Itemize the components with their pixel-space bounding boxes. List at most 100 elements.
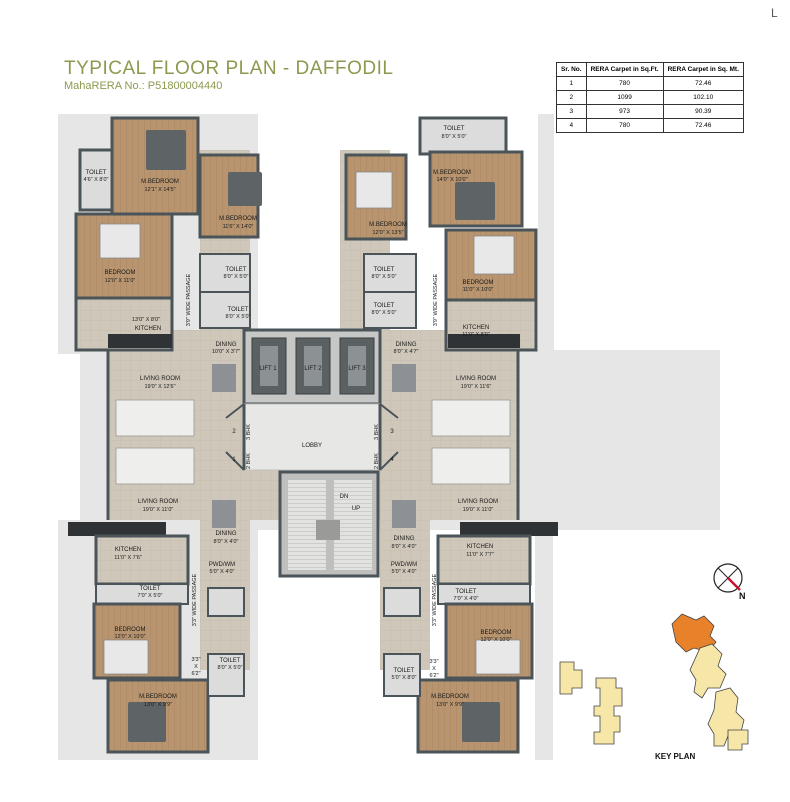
passage-label: 3'3" WIDE PASSAGE bbox=[192, 573, 198, 626]
flat-type: 2 BHK bbox=[246, 453, 252, 469]
compass-north-label: N bbox=[739, 591, 746, 601]
room-label: KITCHEN bbox=[467, 544, 493, 550]
room-label: PWD/WM bbox=[391, 562, 417, 568]
room-dimension: 19'0" X 11'6" bbox=[461, 384, 492, 390]
flat-type: 2 BHK bbox=[374, 453, 380, 469]
room-dimension: 5'0" X 8'0" bbox=[392, 675, 417, 681]
lift-label: LIFT 1 bbox=[259, 366, 277, 372]
flat-number: 4 bbox=[390, 457, 394, 463]
room-dimension: 14'0" X 10'0" bbox=[436, 177, 467, 183]
room-label: LIVING ROOM bbox=[458, 499, 498, 505]
room-label: M.BEDROOM bbox=[369, 222, 407, 228]
room-label: PWD/WM bbox=[209, 562, 235, 568]
room-label: BEDROOM bbox=[114, 627, 145, 633]
flat-type: 3 BHK bbox=[374, 424, 380, 440]
passage-label: 3'9" WIDE PASSAGE bbox=[433, 273, 439, 326]
room-dimension: 11'0" X 7'6" bbox=[114, 555, 142, 561]
room-dimension: 6'2" bbox=[191, 671, 200, 677]
room-dimension: 13'0" X 9'9" bbox=[144, 702, 172, 708]
room-dimension: 7'0" X 4'0" bbox=[454, 596, 479, 602]
area-table: Sr. No. RERA Carpet in Sq.Ft. RERA Carpe… bbox=[556, 62, 744, 133]
room-label: DINING bbox=[216, 342, 237, 348]
unit-bottom-right bbox=[383, 522, 558, 754]
room-label: TOILET bbox=[226, 267, 247, 273]
flat-number: 2 bbox=[232, 429, 236, 435]
room-dimension: 5'0" X 4'0" bbox=[210, 569, 235, 575]
room-dimension: 12'0" X 11'0" bbox=[105, 278, 136, 284]
lift-label: LIFT 2 bbox=[304, 366, 322, 372]
key-plan-label: KEY PLAN bbox=[655, 752, 696, 761]
room-label: TOILET bbox=[228, 307, 249, 313]
lift-core bbox=[242, 328, 382, 406]
unit-top-left bbox=[74, 116, 262, 352]
room-dimension: 8'0" X 5'0" bbox=[372, 274, 397, 280]
rera-number: MahaRERA No.: P51800004440 bbox=[64, 80, 223, 92]
room-label: M.BEDROOM bbox=[219, 216, 257, 222]
room-dimension: 5'0" X 4'0" bbox=[392, 569, 417, 575]
table-row: 1 780 72.46 bbox=[556, 76, 744, 91]
room-dimension: 7'0" X 5'0" bbox=[138, 593, 163, 599]
room-label: M.BEDROOM bbox=[139, 694, 177, 700]
room-dimension: 11'6" X 14'0" bbox=[223, 224, 254, 230]
room-label: LIVING ROOM bbox=[456, 376, 496, 382]
room-dimension: 8'0" X 5'0" bbox=[442, 134, 467, 140]
staircase bbox=[278, 470, 380, 578]
table-cell: 72.46 bbox=[662, 118, 744, 133]
passage-label: 3'3" WIDE PASSAGE bbox=[432, 573, 438, 626]
room-dimension: 6'2" bbox=[429, 673, 438, 679]
room-label: M.BEDROOM bbox=[431, 694, 469, 700]
room-dimension: 3'3" bbox=[429, 659, 438, 665]
living-furniture bbox=[106, 350, 520, 528]
room-dimension: 12'0" X 10'0" bbox=[114, 634, 145, 640]
room-dimension: 3'3" bbox=[191, 657, 200, 663]
room-dimension: 8'0" X 5'0" bbox=[372, 310, 397, 316]
room-label: DINING bbox=[396, 342, 417, 348]
stair-down-label: DN bbox=[340, 494, 349, 500]
room-label: M.BEDROOM bbox=[141, 179, 179, 185]
room-dimension: 8'0" X 5'0" bbox=[226, 314, 251, 320]
lobby-area bbox=[225, 403, 399, 471]
flat-number: 3 bbox=[390, 429, 394, 435]
room-dimension: 8'0" X 5'0" bbox=[224, 274, 249, 280]
room-dimension: 13'0" X 8'0" bbox=[132, 317, 160, 323]
room-dimension: 19'0" X 11'0" bbox=[143, 507, 174, 513]
room-label: TOILET bbox=[220, 658, 241, 664]
room-dimension: 19'0" X 12'6" bbox=[144, 384, 175, 390]
room-label: TOILET bbox=[374, 303, 395, 309]
room-labels: TOILET 4'6" X 8'0" M.BEDROOM 12'1" X 14'… bbox=[84, 126, 512, 708]
room-label: TOILET bbox=[374, 267, 395, 273]
room-label: DINING bbox=[394, 536, 415, 542]
room-dimension: 13'0" X 9'9" bbox=[436, 702, 464, 708]
room-dimension: X bbox=[432, 666, 436, 672]
room-dimension: 19'0" X 11'0" bbox=[463, 507, 494, 513]
room-label: TOILET bbox=[444, 126, 465, 132]
flat-type: 3 BHK bbox=[246, 424, 252, 440]
room-dimension: 10'0" X 3'7" bbox=[212, 349, 240, 355]
unit-top-right bbox=[344, 116, 538, 352]
room-dimension: 8'0" X 4'0" bbox=[392, 544, 417, 550]
room-dimension: 11'0" X 10'0" bbox=[463, 287, 494, 293]
room-dimension: 8'0" X 4'0" bbox=[214, 539, 239, 545]
room-dimension: 8'0" X 5'0" bbox=[218, 665, 243, 671]
room-dimension: 4'6" X 8'0" bbox=[84, 177, 109, 183]
lobby-label: LOBBY bbox=[302, 443, 322, 449]
room-label: TOILET bbox=[140, 586, 161, 592]
corner-mark: L bbox=[771, 6, 778, 20]
room-dimension: 11'0" X 7'7" bbox=[466, 552, 494, 558]
room-label: BEDROOM bbox=[104, 270, 135, 276]
room-dimension: 8'0" X 4'7" bbox=[394, 349, 419, 355]
room-label: TOILET bbox=[394, 668, 415, 674]
room-label: M.BEDROOM bbox=[433, 170, 471, 176]
room-label: BEDROOM bbox=[480, 630, 511, 636]
table-cell: 4 bbox=[556, 118, 587, 133]
room-label: KITCHEN bbox=[463, 325, 489, 331]
room-label: TOILET bbox=[456, 589, 477, 595]
room-label: TOILET bbox=[86, 170, 107, 176]
room-label: DINING bbox=[216, 531, 237, 537]
room-dimension: 12'1" X 14'5" bbox=[144, 187, 175, 193]
room-label: KITCHEN bbox=[135, 326, 161, 332]
room-label: BEDROOM bbox=[462, 280, 493, 286]
room-label: LIVING ROOM bbox=[140, 376, 180, 382]
compass-icon bbox=[713, 563, 743, 593]
